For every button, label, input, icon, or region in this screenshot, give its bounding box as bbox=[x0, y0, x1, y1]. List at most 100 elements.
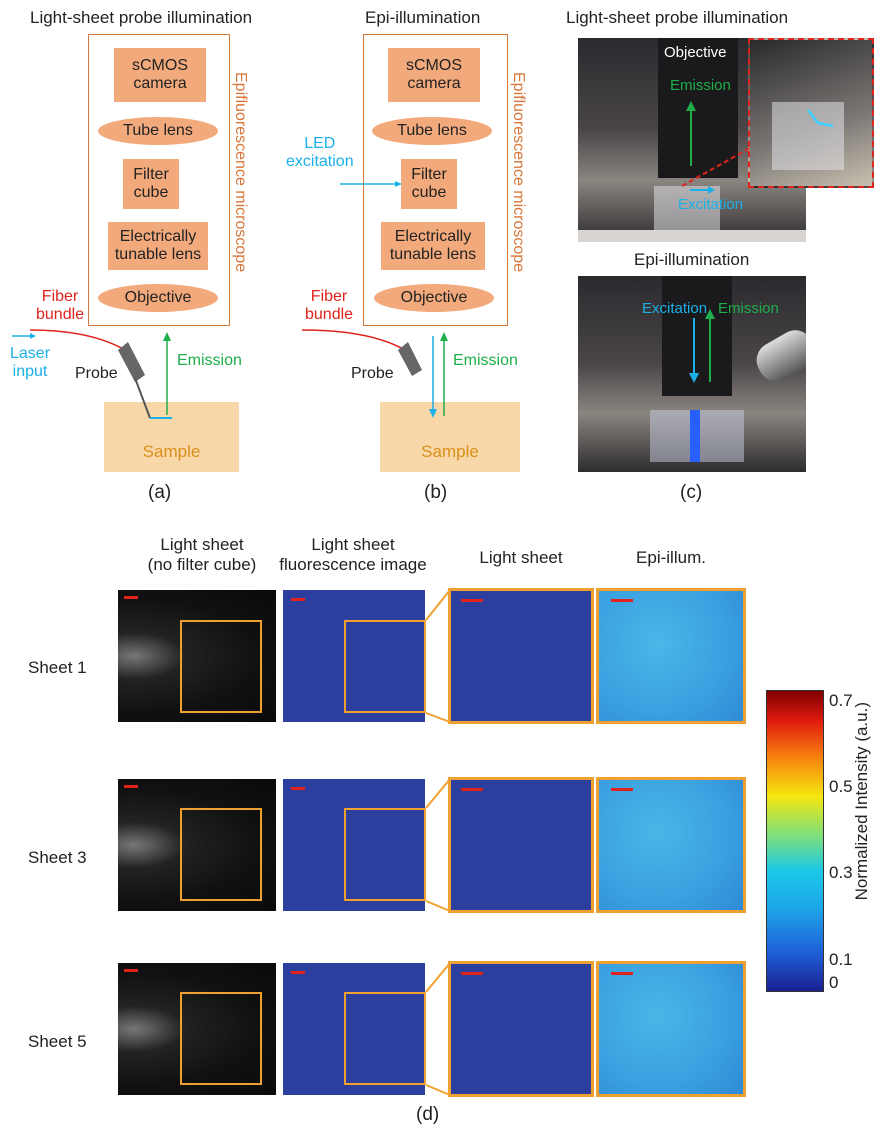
scale-bar bbox=[611, 788, 633, 791]
zoom-connector bbox=[425, 962, 451, 993]
colorbar-label: Normalized Intensity (a.u.) bbox=[852, 702, 871, 901]
sheet1-nofilter-image bbox=[118, 590, 276, 722]
panel-b-tube-lens: Tube lens bbox=[372, 117, 492, 145]
panel-c-bottom-overlay bbox=[689, 309, 715, 383]
panel-c-photo-bottom bbox=[578, 276, 806, 472]
panel-a-tube-lens: Tube lens bbox=[98, 117, 218, 145]
panel-b-probe-label: Probe bbox=[351, 365, 394, 382]
sheet1-fluor-image bbox=[283, 590, 425, 722]
panel-b-sample: Sample bbox=[380, 402, 520, 472]
photo2-excitation-arrowhead bbox=[689, 373, 699, 383]
scale-bar bbox=[461, 972, 483, 975]
panel-d-row-3: Sheet 5 bbox=[28, 1032, 87, 1051]
panel-a-title: Light-sheet probe illumination bbox=[30, 8, 253, 27]
panel-a-emission-label: Emission bbox=[177, 352, 242, 369]
zoom-connector bbox=[425, 778, 451, 809]
panel-b-title: Epi-illumination bbox=[365, 8, 481, 27]
sheet3-lightsheet-zoom bbox=[448, 777, 594, 913]
sheet1-nofilter-roi bbox=[180, 620, 262, 713]
scale-bar bbox=[461, 599, 483, 602]
colorbar-tick-0.1: 0.1 bbox=[829, 950, 853, 969]
panel-d-col-1: Light sheet (no filter cube) bbox=[147, 535, 257, 575]
panel-a-microscope-label: Epifluorescence microscope bbox=[232, 72, 249, 273]
sheet5-nofilter-image bbox=[118, 963, 276, 1095]
panel-b-optics-svg bbox=[301, 181, 448, 418]
scale-bar bbox=[291, 787, 305, 790]
panel-d-col-4: Epi-illum. bbox=[636, 548, 706, 567]
scale-bar bbox=[124, 969, 138, 972]
panel-a-laser-arrowhead bbox=[30, 333, 36, 339]
inset-lightsheet bbox=[807, 109, 834, 128]
panel-b-microscope-label: Epifluorescence microscope bbox=[510, 72, 527, 273]
panel-c-letter: (c) bbox=[680, 482, 703, 503]
panel-b-fiber-label: Fiber bundle bbox=[305, 288, 354, 324]
panel-d-col-2: Light sheet fluorescence image bbox=[279, 535, 427, 575]
panel-a-camera: sCMOS camera bbox=[114, 48, 206, 102]
sheet5-lightsheet-zoom bbox=[448, 961, 594, 1097]
panel-b-led-label: LED excitation bbox=[286, 135, 354, 171]
panel-c-title-top: Light-sheet probe illumination bbox=[566, 8, 789, 27]
panel-d-row-2: Sheet 3 bbox=[28, 848, 87, 867]
sheet3-epi-zoom bbox=[596, 777, 746, 913]
inset-pointer-line bbox=[681, 147, 751, 187]
colorbar bbox=[766, 690, 824, 992]
panel-b-led-arrowhead bbox=[395, 181, 402, 187]
panel-a-etl: Electrically tunable lens bbox=[108, 222, 208, 270]
objective-body bbox=[658, 38, 738, 178]
panel-c-emission-label-2: Emission bbox=[718, 300, 779, 317]
panel-c-top-overlay bbox=[681, 101, 834, 194]
panel-a-emission-arrowhead bbox=[163, 332, 171, 341]
sheet5-epi-zoom bbox=[596, 961, 746, 1097]
panel-c-objective-label: Objective bbox=[664, 44, 727, 61]
panel-d-letter: (d) bbox=[416, 1104, 440, 1125]
panel-b-sample-label: Sample bbox=[421, 442, 479, 461]
colorbar-tick-0: 0 bbox=[829, 973, 839, 992]
sheet5-fluor-roi bbox=[344, 992, 426, 1085]
sheet3-fluor-roi bbox=[344, 808, 426, 901]
panel-a-letter: (a) bbox=[148, 482, 172, 503]
panel-c-title-bottom: Epi-illumination bbox=[634, 250, 750, 269]
epi-blue-glow bbox=[690, 410, 700, 462]
panel-a-probe bbox=[118, 342, 145, 382]
sheet5-fluor-image bbox=[283, 963, 425, 1095]
sheet1-epi-zoom bbox=[596, 588, 746, 724]
photo-excitation-arrowhead bbox=[708, 186, 715, 194]
panel-b-excitation-arrowhead bbox=[429, 409, 437, 418]
panel-a-sample-label: Sample bbox=[142, 442, 201, 461]
panel-a-probe-stem bbox=[134, 377, 151, 419]
zoom-connector bbox=[425, 589, 451, 621]
sheet3-fluor-image bbox=[283, 779, 425, 911]
inset-sample-cube bbox=[772, 102, 844, 170]
panel-a-optics-svg bbox=[12, 329, 172, 419]
panel-a-probe-label: Probe bbox=[75, 365, 118, 382]
panel-d-row-1: Sheet 1 bbox=[28, 658, 87, 677]
scale-bar bbox=[611, 972, 633, 975]
sheet3-nofilter-roi bbox=[180, 808, 262, 901]
scale-bar bbox=[291, 971, 305, 974]
scale-bar bbox=[124, 596, 138, 599]
zoom-connector bbox=[425, 712, 451, 723]
sheet3-nofilter-image bbox=[118, 779, 276, 911]
panel-b-letter: (b) bbox=[424, 482, 448, 503]
panel-a-objective: Objective bbox=[98, 284, 218, 312]
colorbar-tick-0.7: 0.7 bbox=[829, 691, 853, 710]
panel-a-sample: Sample bbox=[104, 402, 239, 472]
scale-bar bbox=[461, 788, 483, 791]
panel-c-excitation-label: Excitation bbox=[678, 196, 744, 213]
panel-c-excitation-label-2: Excitation bbox=[642, 300, 708, 317]
sheet5-nofilter-roi bbox=[180, 992, 262, 1085]
sample-cube bbox=[654, 186, 720, 236]
panel-d-col-3: Light sheet bbox=[479, 548, 563, 567]
panel-a-laser-label: Laser input bbox=[10, 345, 51, 381]
colorbar-tick-0.3: 0.3 bbox=[829, 863, 853, 882]
panel-a-fiber-label: Fiber bundle bbox=[36, 288, 85, 324]
panel-b-fiber-line bbox=[301, 329, 406, 351]
zoom-connector bbox=[425, 1084, 451, 1096]
panel-b-emission-arrowhead bbox=[440, 332, 448, 341]
panel-b-objective: Objective bbox=[374, 284, 494, 312]
panel-a-fiber-line bbox=[29, 329, 126, 351]
panel-b-filter-cube: Filter cube bbox=[401, 159, 457, 209]
scale-bar bbox=[124, 785, 138, 788]
photo-emission-arrowhead bbox=[686, 101, 696, 111]
panel-c-emission-label: Emission bbox=[670, 77, 731, 94]
